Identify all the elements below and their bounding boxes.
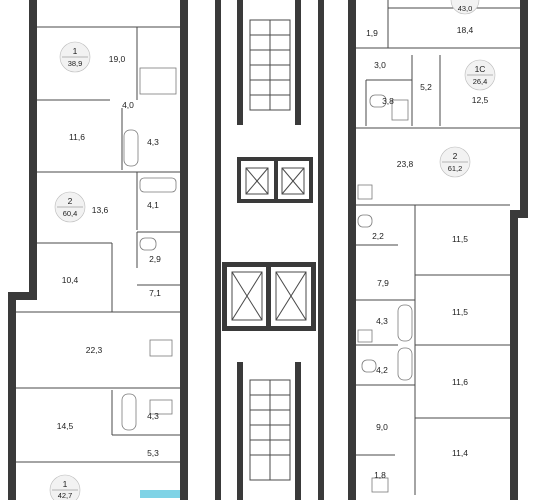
apt-area: 60,4 — [63, 209, 78, 218]
room-area: 4,1 — [147, 200, 159, 210]
apt-number: 1 — [73, 46, 78, 56]
room-area: 11,6 — [452, 377, 468, 387]
room-area: 11,5 — [452, 234, 468, 244]
room-area: 11,4 — [452, 448, 468, 458]
room-area: 4,3 — [147, 137, 159, 147]
right-wing — [348, 0, 528, 500]
apt-area: 38,9 — [68, 59, 83, 68]
room-area: 4,2 — [376, 365, 388, 375]
room-area: 9,0 — [376, 422, 388, 432]
room-area: 19,0 — [109, 54, 126, 64]
room-area: 1,9 — [366, 28, 378, 38]
apt-badge-2: 2 60,4 — [54, 191, 86, 223]
room-area: 18,4 — [457, 25, 474, 35]
apt-badge-4: 43,0 — [450, 0, 480, 15]
apt-badge-1: 1 38,9 — [59, 41, 91, 73]
apt-number: 2 — [68, 196, 73, 206]
room-area: 12,5 — [472, 95, 489, 105]
room-area: 2,2 — [372, 231, 384, 241]
apt-number: 1 — [63, 479, 68, 489]
room-area: 7,1 — [149, 288, 161, 298]
apt-area: 61,2 — [448, 164, 463, 173]
core — [215, 0, 324, 500]
room-area: 5,2 — [420, 82, 432, 92]
room-area: 3,0 — [374, 60, 386, 70]
left-wing — [8, 0, 188, 500]
room-area: 7,9 — [377, 278, 389, 288]
apt-badge-6: 2 61,2 — [439, 146, 471, 178]
room-area: 2,9 — [149, 254, 161, 264]
apt-area: 26,4 — [473, 77, 488, 86]
room-area: 5,3 — [147, 448, 159, 458]
room-labels: 19,0 4,0 11,6 4,3 13,6 4,1 2,9 10,4 7,1 … — [57, 25, 489, 480]
room-area: 1,8 — [374, 470, 386, 480]
room-area: 22,3 — [86, 345, 103, 355]
room-area: 11,5 — [452, 307, 468, 317]
balcony-glass — [140, 490, 180, 498]
room-area: 3,8 — [382, 96, 394, 106]
room-area: 14,5 — [57, 421, 74, 431]
apt-area: 42,7 — [58, 491, 73, 500]
room-area: 4,3 — [376, 316, 388, 326]
room-area: 4,3 — [147, 411, 159, 421]
apt-number: 2 — [453, 151, 458, 161]
room-area: 11,6 — [69, 132, 85, 142]
apt-badge-5: 1С 26,4 — [464, 59, 496, 91]
apt-badge-3: 1 42,7 — [49, 474, 81, 500]
room-area: 23,8 — [397, 159, 414, 169]
room-area: 13,6 — [92, 205, 109, 215]
apt-number: 1С — [475, 64, 486, 74]
apt-area: 43,0 — [458, 4, 473, 13]
room-area: 10,4 — [62, 275, 79, 285]
room-area: 4,0 — [122, 100, 134, 110]
